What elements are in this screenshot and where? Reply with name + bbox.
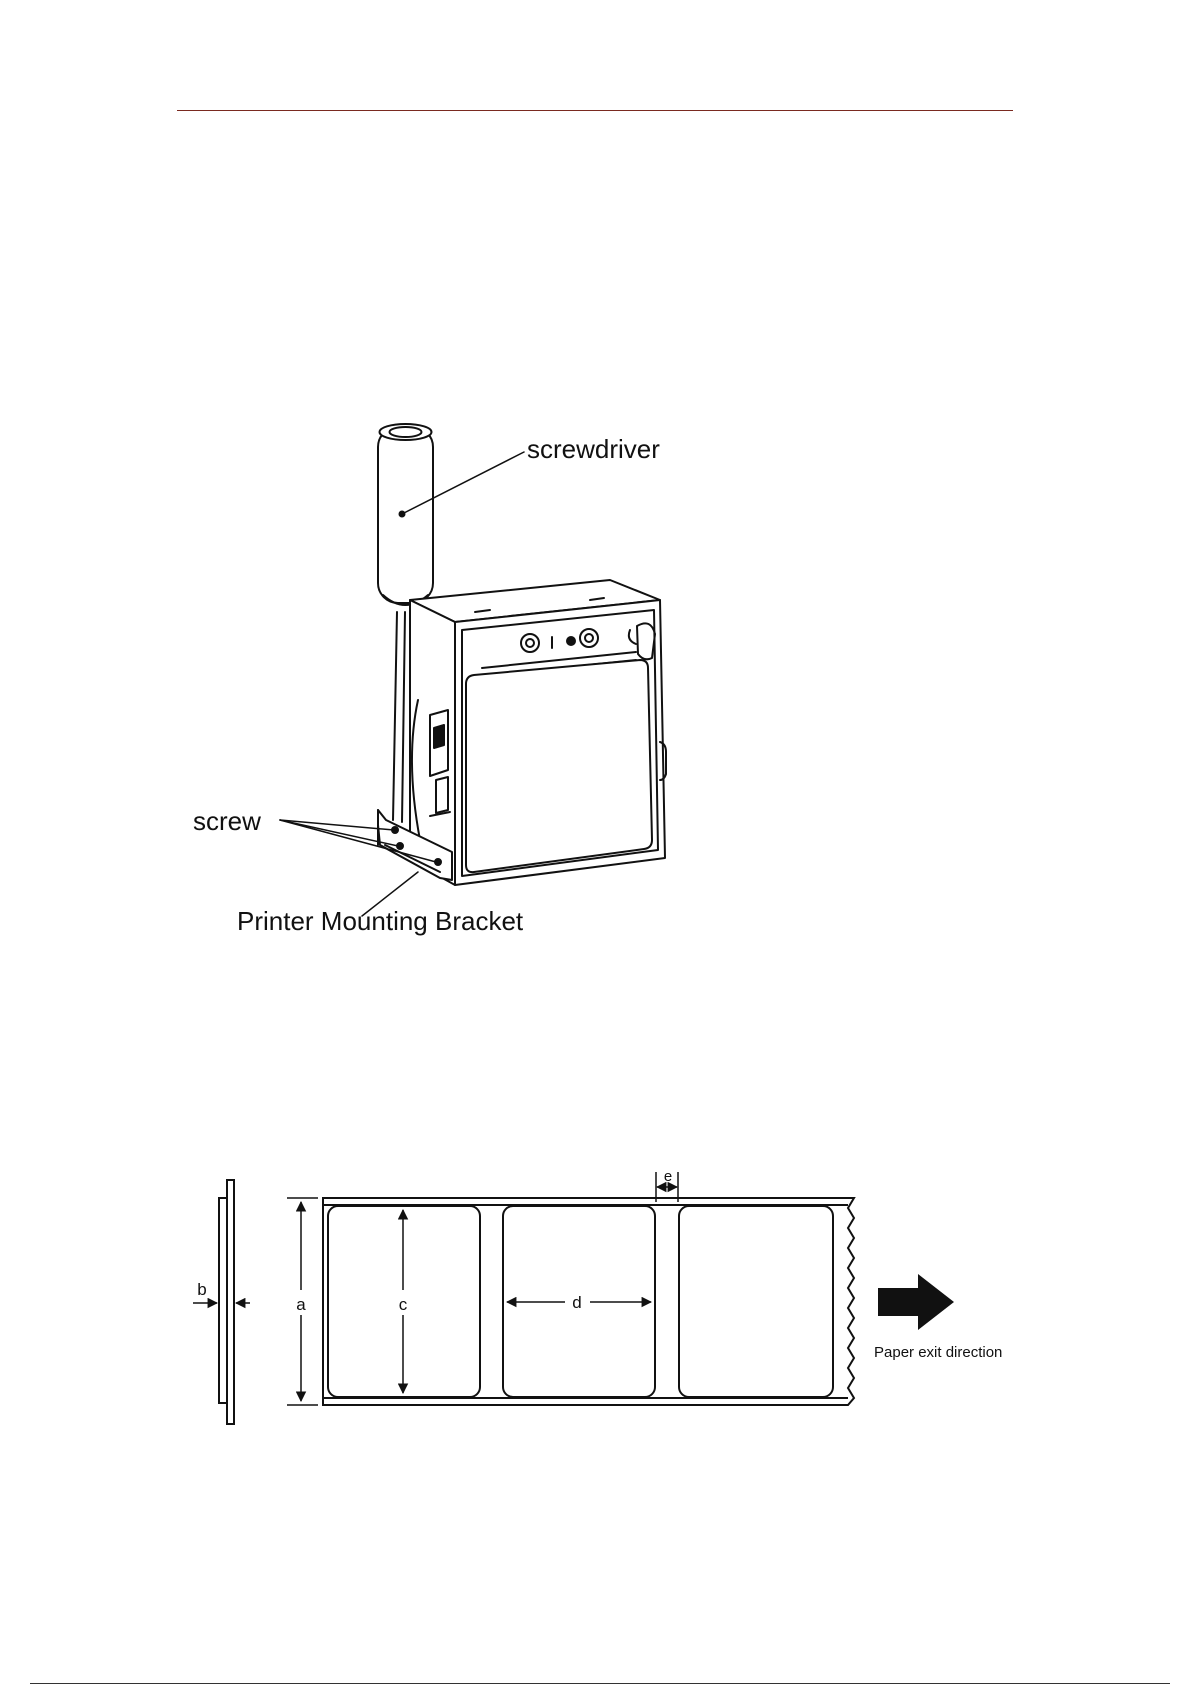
dim-d-label: d	[572, 1293, 581, 1312]
dim-e-label: e	[664, 1168, 672, 1185]
side-view-liner	[219, 1180, 234, 1424]
paper-exit-label: Paper exit direction	[874, 1344, 1002, 1361]
footer-rule	[30, 1683, 1170, 1684]
dim-b-label: b	[197, 1280, 206, 1299]
dim-c-label: c	[399, 1295, 408, 1314]
dim-a-label: a	[296, 1295, 306, 1314]
arrow-right-icon	[878, 1274, 954, 1330]
label-3	[679, 1206, 833, 1397]
